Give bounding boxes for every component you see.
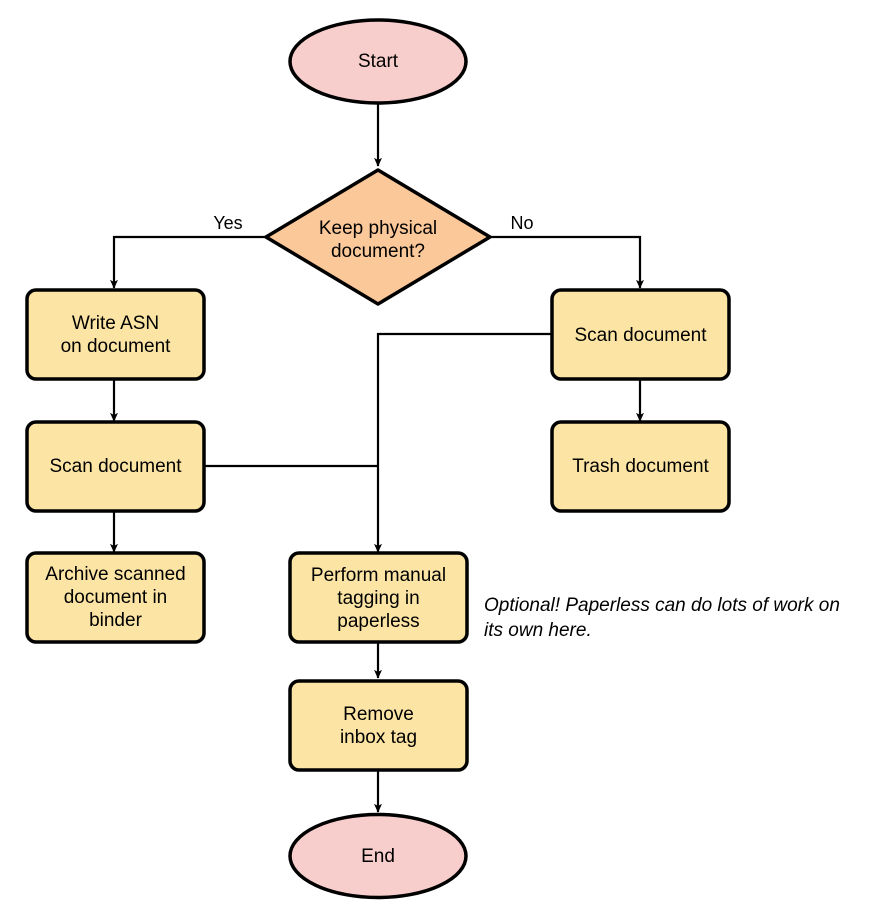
edge-label-no: No — [510, 213, 533, 233]
node-scan-document-right[interactable]: Scan document — [550, 288, 731, 381]
remove-inbox-label-line1: Remove — [343, 704, 414, 725]
node-archive-scanned-document[interactable]: Archive scanned document in binder — [25, 551, 206, 644]
node-end[interactable]: End — [288, 812, 468, 900]
write-asn-box — [25, 288, 206, 381]
trash-document-box — [550, 420, 731, 513]
start-ellipse — [288, 18, 468, 105]
archive-label-line1: Archive scanned — [45, 564, 185, 585]
decision-diamond — [264, 168, 492, 306]
scan-document-right-box — [550, 288, 731, 381]
tagging-label-line3: paperless — [337, 611, 419, 632]
note-line1: Optional! Paperless can do lots of work … — [484, 595, 840, 616]
annotation-note: Optional! Paperless can do lots of work … — [484, 595, 840, 641]
connector-scan-right-to-tagging — [374, 332, 551, 553]
archive-label-line2: document in — [64, 587, 168, 608]
node-trash-document[interactable]: Trash document — [550, 420, 731, 513]
connector-decision-yes-to-write-asn — [110, 235, 265, 289]
tagging-label-line2: tagging in — [337, 588, 419, 609]
scan-document-right-label: Scan document — [574, 325, 707, 346]
node-start[interactable]: Start — [288, 18, 468, 105]
archive-label-line3: binder — [89, 610, 142, 631]
write-asn-label-line2: on document — [61, 336, 172, 357]
remove-inbox-tag-box — [288, 679, 469, 772]
edge-label-yes: Yes — [213, 213, 242, 233]
decision-label-line1: Keep physical — [319, 218, 437, 239]
write-asn-label-line1: Write ASN — [72, 313, 159, 334]
start-label: Start — [358, 51, 399, 72]
node-write-asn[interactable]: Write ASN on document — [25, 288, 206, 381]
node-scan-document-left[interactable]: Scan document — [25, 420, 206, 513]
end-label: End — [361, 846, 395, 867]
scan-document-left-label: Scan document — [49, 456, 182, 477]
trash-document-label: Trash document — [572, 456, 709, 477]
end-ellipse — [288, 812, 468, 900]
node-perform-manual-tagging[interactable]: Perform manual tagging in paperless — [288, 551, 469, 644]
archive-box — [25, 551, 206, 644]
connector-decision-no-to-scan-right — [490, 235, 644, 289]
note-line2: its own here. — [484, 620, 592, 641]
tagging-box — [288, 551, 469, 644]
node-remove-inbox-tag[interactable]: Remove inbox tag — [288, 679, 469, 772]
scan-document-left-box — [25, 420, 206, 513]
node-decision-keep-physical-document[interactable]: Keep physical document? — [264, 168, 492, 306]
decision-label-line2: document? — [331, 241, 425, 262]
tagging-label-line1: Perform manual — [311, 565, 446, 586]
remove-inbox-label-line2: inbox tag — [340, 727, 417, 748]
